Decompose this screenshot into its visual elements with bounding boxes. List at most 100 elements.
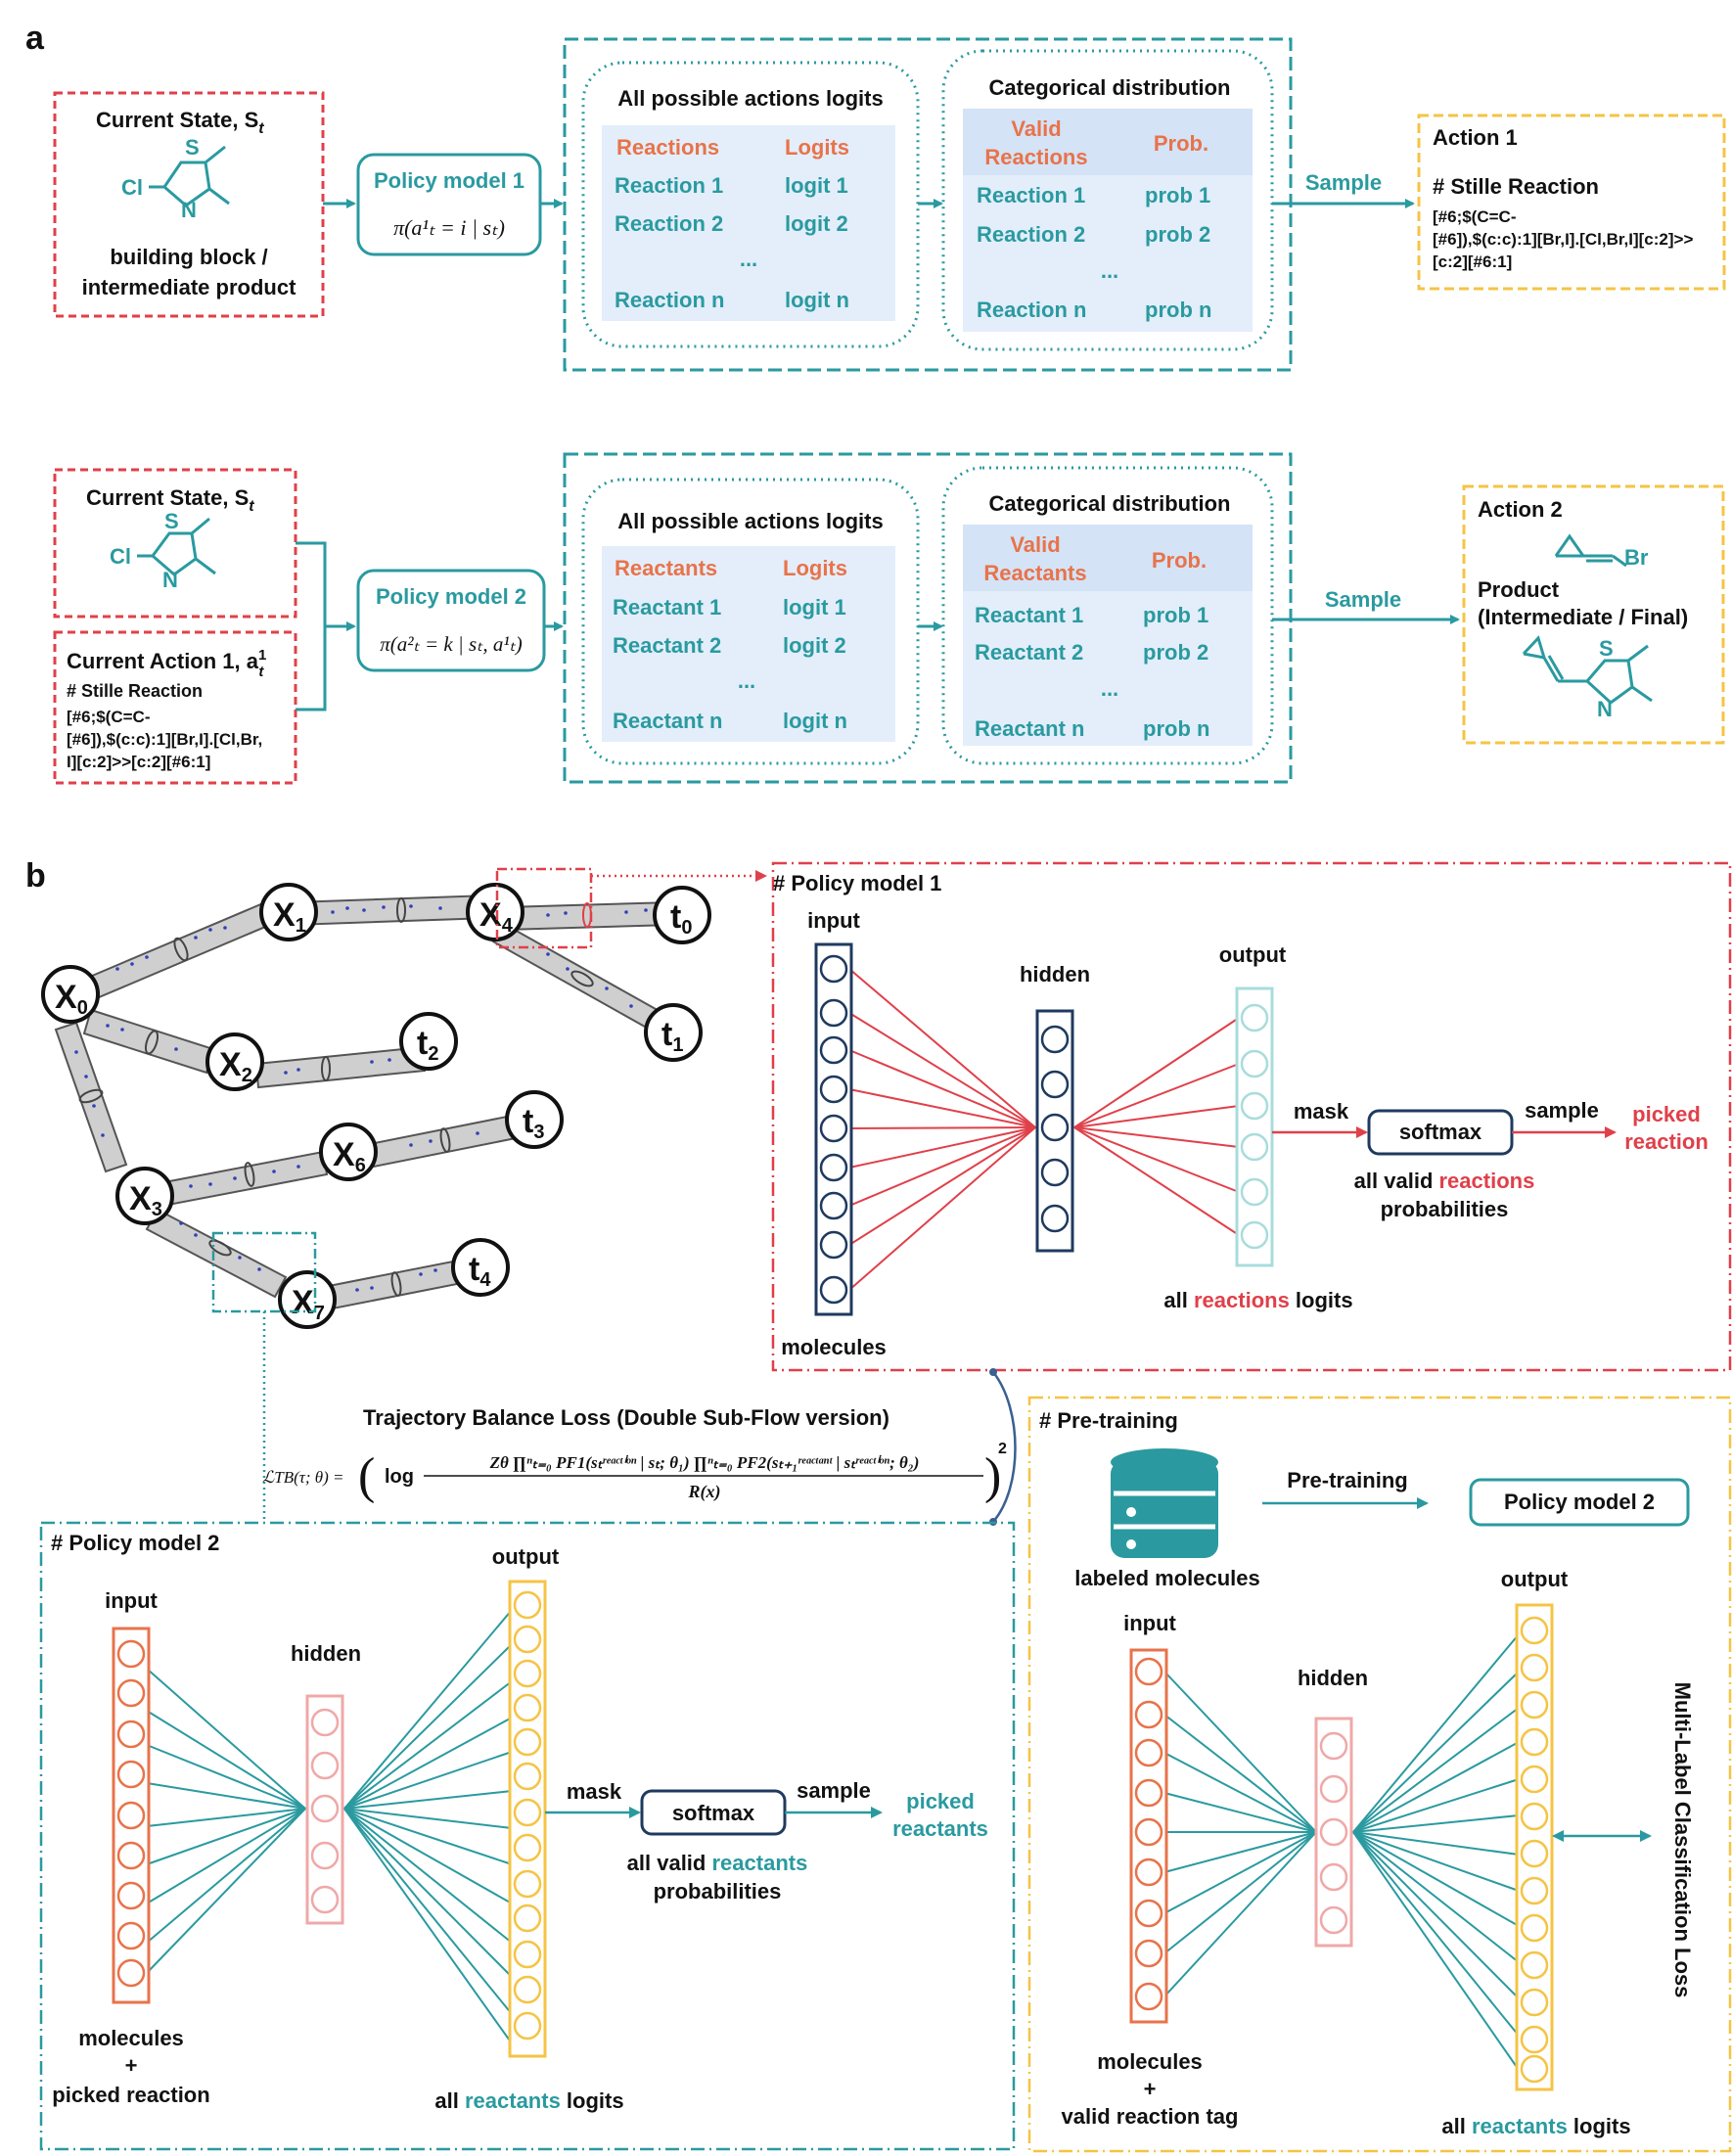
node-x0[interactable]: X0 — [41, 965, 100, 1024]
mol1-cl: Cl — [121, 175, 143, 200]
mol1-s: S — [185, 135, 200, 160]
pm1-section: # Policy model 1 input hidden output mas… — [771, 861, 1732, 1372]
thiazole-molecule-2 — [137, 517, 216, 576]
svg-text:t4: t4 — [469, 1251, 491, 1291]
action-smarts-1c: [c:2][#6:1] — [1433, 252, 1512, 271]
dist-row-2-0b: prob 1 — [1143, 603, 1208, 627]
tube-dots — [74, 904, 648, 1292]
action-title-1: Action 1 — [1433, 125, 1518, 150]
pm2-output-label: output — [492, 1544, 560, 1569]
policy-model-1-title: Policy model 1 — [374, 168, 524, 193]
pretrain-target-box[interactable] — [1469, 1478, 1690, 1527]
node-x3[interactable]: X3 — [115, 1167, 174, 1225]
node-t0[interactable]: t0 — [653, 886, 711, 944]
svg-text:t3: t3 — [523, 1103, 544, 1143]
product-molecule — [1522, 635, 1653, 705]
dist-title-2: Categorical distribution — [989, 491, 1231, 516]
svg-text:X1: X1 — [273, 896, 306, 937]
logits-row-2-1a: Reactant 2 — [613, 633, 721, 658]
mol2-n: N — [162, 568, 178, 592]
loss-power: 2 — [998, 1441, 1007, 1457]
dist-row-2-3a: Reactant n — [975, 716, 1084, 741]
dist-header-2a: Valid — [1010, 532, 1060, 557]
pretrain-title: # Pre-training — [1039, 1408, 1178, 1433]
loss-section: Trajectory Balance Loss (Double Sub-Flow… — [262, 1368, 1017, 1526]
pm1-hidden-label: hidden — [1020, 962, 1090, 986]
node-t4[interactable]: t4 — [451, 1238, 510, 1297]
dist-row-2-0a: Reactant 1 — [975, 603, 1083, 627]
thiazole-molecule-1 — [149, 145, 230, 207]
action-smarts-1b: [#6]),$(c:c):1][Br,I].[Cl,Br,I][c:2]>> — [1433, 230, 1693, 249]
dist-header-1a: Valid — [1011, 116, 1061, 141]
pm1-edges — [848, 968, 1240, 1291]
pretrain-molecules-1: molecules — [1097, 2049, 1203, 2074]
svg-text:X3: X3 — [129, 1180, 162, 1220]
action-box-1 — [1417, 114, 1726, 291]
row1: Current State, St Cl S N building block … — [53, 37, 1726, 372]
dist-header-1b: Reactions — [984, 145, 1087, 169]
node-x7[interactable]: X7 — [278, 1270, 337, 1329]
loss-denominator: R(x) — [688, 1482, 721, 1502]
action-smarts-1a: [#6;$(C=C- — [1433, 207, 1517, 226]
pretrain-target-label: Policy model 2 — [1504, 1490, 1655, 1514]
action2-br: Br — [1624, 545, 1649, 570]
node-t1[interactable]: t1 — [644, 1003, 703, 1062]
logits-row-2-0a: Reactant 1 — [613, 595, 721, 619]
policy-model-2-box[interactable] — [356, 569, 546, 672]
pretrain-molecules-2: + — [1144, 2077, 1157, 2101]
dist-box-2 — [941, 466, 1274, 765]
loss-lhs: ℒTB(τ; θ) = — [262, 1468, 343, 1487]
policy-model-2-title: Policy model 2 — [376, 584, 526, 609]
logits-row-1-0a: Reaction 1 — [615, 173, 723, 198]
logits-row-1-1b: logit 2 — [785, 211, 848, 236]
dist-row-2-3b: prob n — [1143, 716, 1209, 741]
dist-row-2-2a: ... — [1101, 676, 1118, 701]
sample-label-1: Sample — [1305, 170, 1382, 195]
pm2-valid-1: all valid reactants — [627, 1851, 808, 1875]
panel-a-label: a — [25, 20, 45, 57]
node-t3[interactable]: t3 — [505, 1090, 564, 1149]
logits-box-1 — [581, 61, 920, 348]
current-action-smarts-a: [#6;$(C=C- — [67, 708, 151, 726]
loss-log: log — [385, 1466, 414, 1488]
pm1-logits-label: all reactions logits — [1163, 1288, 1352, 1312]
node-x6[interactable]: X6 — [319, 1123, 378, 1181]
product-n: N — [1597, 697, 1613, 721]
logits-header-1a: Reactions — [616, 135, 719, 160]
policy-model-1-formula: π(a¹ₜ = i | sₜ) — [393, 215, 505, 240]
pm1-molecules-label: molecules — [781, 1335, 887, 1359]
loss-paren-close: ) — [984, 1448, 1001, 1504]
svg-text:X2: X2 — [219, 1046, 252, 1086]
dist-row-1-3b: prob n — [1145, 298, 1211, 322]
action2-product-sub: (Intermediate / Final) — [1478, 605, 1688, 629]
node-x1[interactable]: X1 — [259, 883, 318, 941]
dist-title-1: Categorical distribution — [989, 75, 1231, 100]
dist-header-1c: Prob. — [1154, 131, 1208, 156]
trajectory-graph: X0 X1 X2 X3 X4 X6 X7 t0 t1 t2 t3 t4 — [41, 867, 767, 1520]
pm1-output-layer — [1235, 986, 1274, 1267]
logits-row-2-1b: logit 2 — [783, 633, 846, 658]
state-caption-1a: building block / — [110, 245, 267, 269]
pm1-title: # Policy model 1 — [773, 871, 941, 895]
node-x2[interactable]: X2 — [205, 1032, 264, 1091]
loss-paren-open: ( — [358, 1448, 375, 1504]
svg-text:X6: X6 — [333, 1136, 366, 1176]
pm2-softmax-label: softmax — [672, 1801, 755, 1825]
pm2-molecules-2: + — [125, 2053, 138, 2078]
pretrain-frame — [1027, 1396, 1732, 2153]
zoom-box-red — [495, 867, 593, 949]
dist-row-2-1b: prob 2 — [1143, 640, 1208, 665]
dist-row-1-3a: Reaction n — [977, 298, 1086, 322]
dist-box-1 — [941, 49, 1274, 351]
database-icon — [1111, 1448, 1218, 1558]
logits-row-2-2a: ... — [738, 668, 755, 693]
logits-row-2-0b: logit 1 — [783, 595, 846, 619]
pm2-frame — [39, 1521, 1016, 2151]
pm2-picked-2: reactants — [892, 1816, 988, 1841]
pm2-section: # Policy model 2 input hidden output mas… — [39, 1521, 1016, 2151]
logits-table-2 — [602, 546, 895, 742]
node-x4[interactable]: X4 — [466, 883, 524, 941]
pm1-input-label: input — [807, 908, 860, 933]
pm2-sample-label: sample — [797, 1778, 871, 1803]
node-t2[interactable]: t2 — [399, 1012, 458, 1071]
